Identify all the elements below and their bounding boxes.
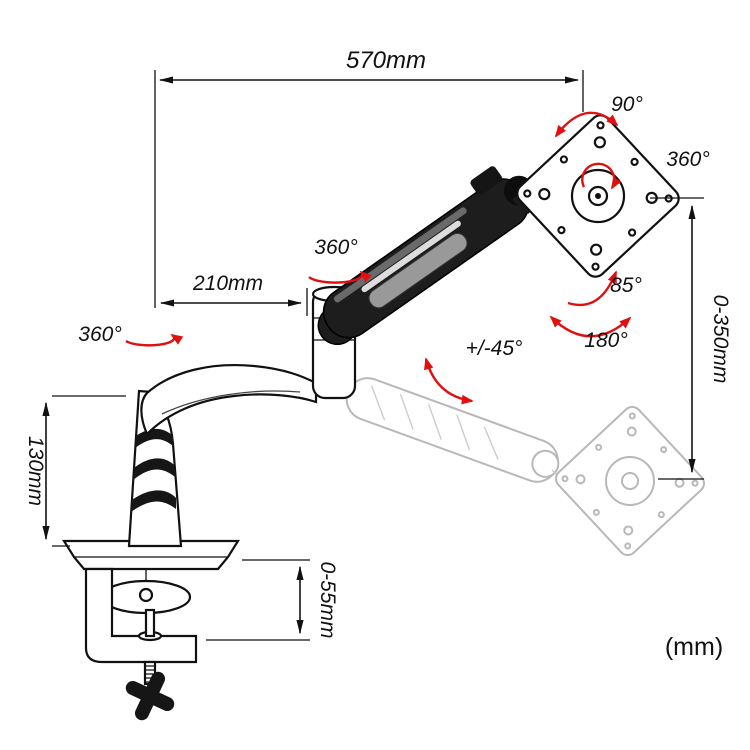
dim-0-350-label: 0-350mm — [709, 295, 732, 384]
dim-570-label: 570mm — [346, 47, 426, 74]
dim-210-label: 210mm — [192, 272, 263, 295]
angle-360-vesa-label: 360° — [666, 148, 709, 171]
unit-label: (mm) — [665, 633, 723, 661]
angle-45-label: +/-45° — [466, 337, 523, 360]
dimension-0-350 — [650, 197, 704, 480]
angle-360-lower-label: 360° — [78, 323, 121, 346]
ghost-arm — [345, 377, 563, 483]
tilt-45-arrow — [424, 357, 474, 405]
clamp-knob — [125, 671, 175, 721]
tilt-85-arrow — [567, 270, 618, 307]
base-column — [127, 389, 183, 548]
dimension-0-55 — [206, 559, 310, 641]
dimension-570 — [154, 70, 584, 308]
ghost-vesa-plate — [554, 405, 706, 557]
dimension-210 — [159, 288, 308, 316]
lower-arm — [140, 364, 318, 436]
angle-180-label: 180° — [584, 329, 627, 352]
dim-130-label: 130mm — [24, 436, 47, 506]
desk-clamp — [62, 539, 240, 721]
angle-85-label: 85° — [610, 274, 642, 297]
rotate-360-upper-arrow — [308, 270, 372, 284]
vesa-plate — [516, 114, 680, 278]
dim-0-55-label: 0-55mm — [316, 561, 339, 638]
rotate-360-vesa-arrow — [581, 162, 622, 190]
angle-360-upper-label: 360° — [314, 236, 357, 259]
dimension-130 — [42, 395, 126, 547]
tilt-180-arrow — [549, 315, 632, 338]
rotate-360-lower-arrow — [125, 333, 184, 347]
rotate-90-arrow — [554, 111, 619, 138]
angle-90-label: 90° — [611, 93, 643, 116]
